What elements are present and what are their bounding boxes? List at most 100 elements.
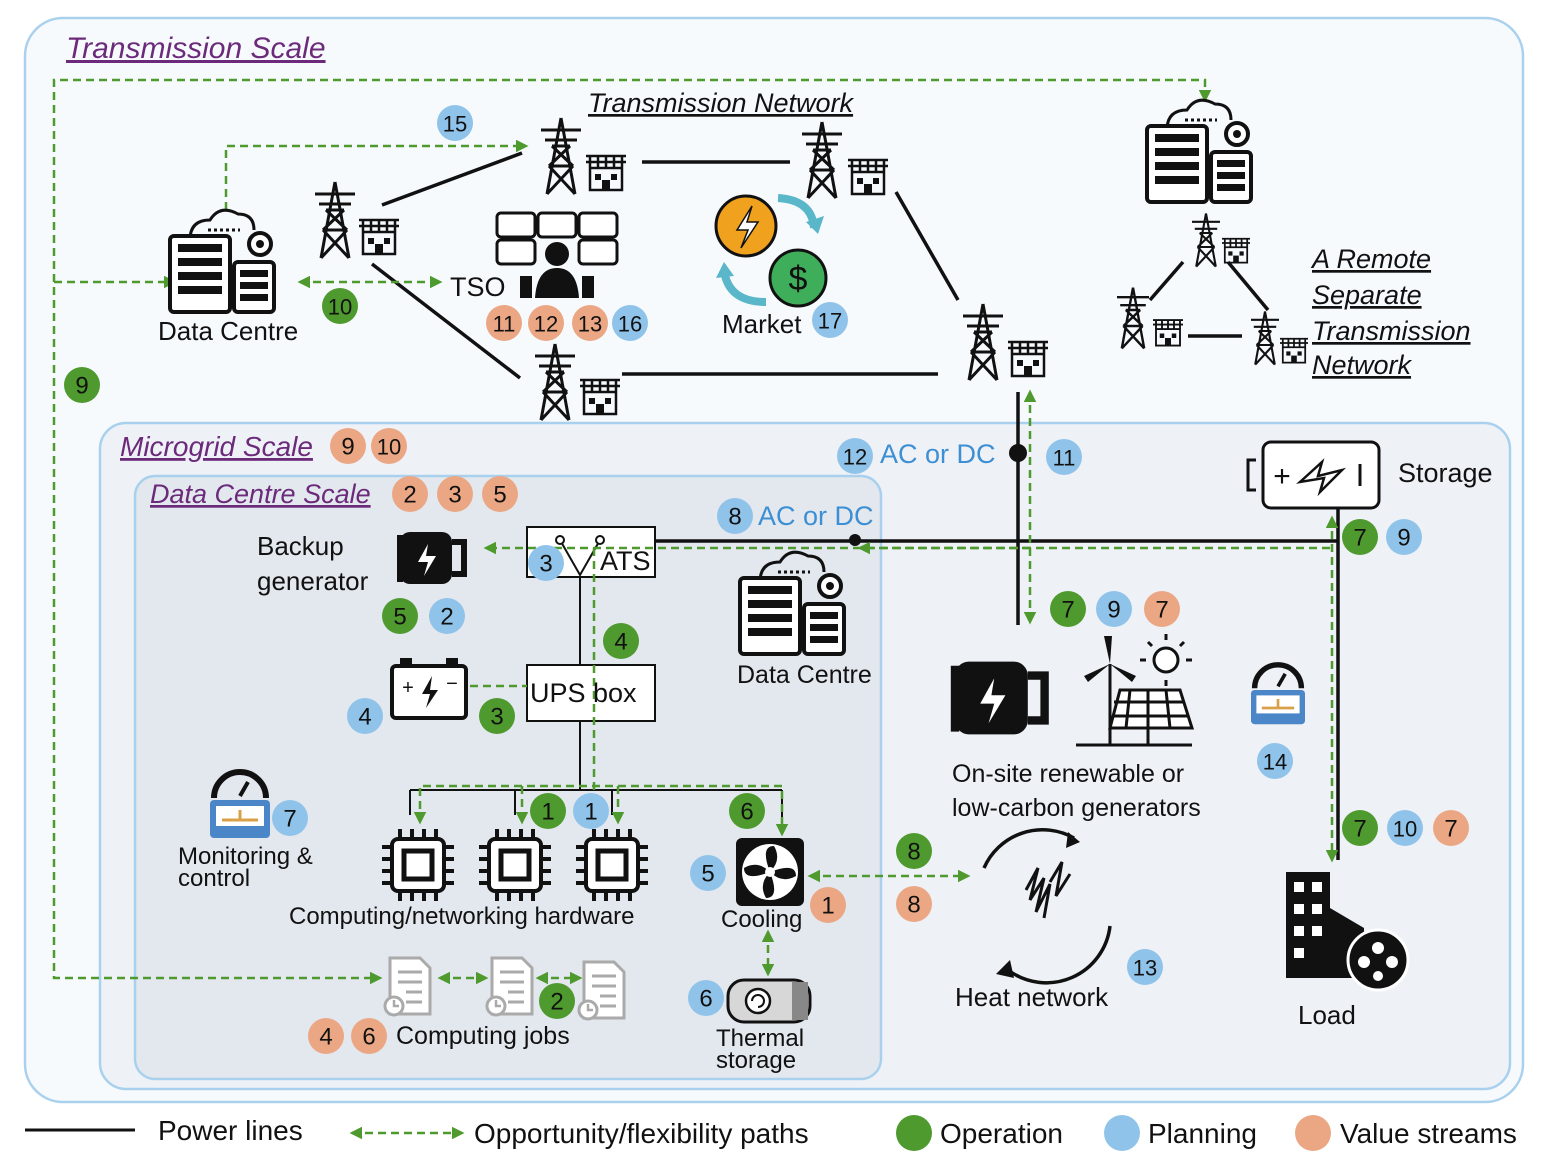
badge-operation: 7 — [1342, 519, 1378, 555]
badge-value: 2 — [392, 476, 428, 512]
onsite-label-1: On-site renewable or — [952, 760, 1184, 788]
badge-number: 10 — [1393, 817, 1417, 842]
badge-number: 7 — [1061, 597, 1074, 624]
badge-circle — [612, 305, 648, 341]
badge-number: 3 — [490, 704, 503, 731]
badge-circle — [347, 698, 383, 734]
monitoring-label-2: control — [178, 865, 250, 892]
badge-circle — [812, 302, 848, 338]
badge-number: 10 — [328, 295, 352, 320]
badge-number: 3 — [539, 551, 552, 578]
flex-path — [52, 78, 1212, 985]
badge-circle — [837, 438, 873, 474]
backup-label-1: Backup — [257, 531, 344, 561]
badge-circle — [437, 476, 473, 512]
badge-value: 9 — [330, 428, 366, 464]
svg-text:+: + — [402, 677, 414, 699]
heat-network-label: Heat network — [955, 982, 1109, 1012]
tso-icon — [495, 211, 619, 298]
power-line — [1226, 260, 1270, 312]
badge-number: 4 — [614, 629, 627, 656]
badge-planning: 6 — [688, 980, 724, 1016]
badge-number: 8 — [728, 504, 741, 531]
badge-planning: 9 — [1386, 519, 1422, 555]
legend-power-label: Power lines — [158, 1115, 303, 1146]
badge-number: 13 — [578, 312, 602, 337]
badge-circle — [528, 545, 564, 581]
onsite-label-2: low-carbon generators — [952, 794, 1201, 822]
legend-operation-dot — [896, 1115, 932, 1151]
remote-network-label-1: A Remote — [1310, 244, 1431, 274]
badge-circle — [1127, 949, 1163, 985]
chip-icon — [479, 829, 551, 901]
badge-number: 2 — [550, 989, 563, 1016]
badge-operation: 2 — [539, 983, 575, 1019]
badge-value: 13 — [572, 305, 608, 341]
badge-value: 12 — [528, 305, 564, 341]
badge-value: 5 — [482, 476, 518, 512]
badge-number: 11 — [493, 312, 516, 337]
thermal-label-1: Thermal — [716, 1025, 804, 1052]
legend-value-dot — [1295, 1115, 1331, 1151]
legend-planning-dot — [1104, 1115, 1140, 1151]
badge-number: 10 — [377, 435, 401, 460]
badge-circle — [437, 105, 473, 141]
badge-value: 7 — [1144, 591, 1180, 627]
badge-number: 8 — [907, 839, 920, 866]
badge-circle — [1050, 591, 1086, 627]
badge-circle — [371, 428, 407, 464]
storage-battery-icon: + — [1246, 440, 1381, 510]
badge-operation: 10 — [322, 288, 358, 324]
badge-number: 12 — [843, 445, 867, 470]
badge-number: 7 — [1444, 816, 1457, 843]
legend-value-label: Value streams — [1340, 1118, 1517, 1149]
badge-planning: 15 — [437, 105, 473, 141]
badge-operation: 8 — [896, 833, 932, 869]
badge-number: 7 — [283, 806, 296, 833]
badge-number: 7 — [1155, 597, 1168, 624]
badge-number: 7 — [1353, 525, 1366, 552]
datacentre-scale-title: Data Centre Scale — [150, 479, 371, 509]
badge-number: 6 — [740, 799, 753, 826]
badge-operation: 9 — [64, 367, 100, 403]
badge-circle — [688, 980, 724, 1016]
badge-circle — [1433, 810, 1469, 846]
badge-number: 1 — [821, 893, 834, 920]
badge-value: 11 — [486, 305, 522, 341]
badge-planning: 5 — [690, 855, 726, 891]
badge-number: 5 — [701, 861, 714, 888]
badge-circle — [486, 305, 522, 341]
transmission-scale-title: Transmission Scale — [66, 32, 326, 65]
badge-circle — [528, 305, 564, 341]
badge-number: 13 — [1133, 956, 1157, 981]
badge-number: 1 — [541, 799, 554, 826]
remote-network-label-4: Network — [1312, 350, 1413, 380]
badge-circle — [322, 288, 358, 324]
badge-planning: 3 — [528, 545, 564, 581]
badge-value: 1 — [810, 887, 846, 923]
badge-number: 5 — [493, 482, 506, 509]
badge-planning: 12 — [837, 438, 873, 474]
badge-number: 4 — [358, 704, 371, 731]
legend-operation-label: Operation — [940, 1118, 1063, 1149]
badge-number: 7 — [1353, 816, 1366, 843]
badge-number: 9 — [75, 373, 88, 400]
badge-number: 3 — [448, 482, 461, 509]
badge-number: 14 — [1263, 750, 1287, 775]
badge-circle — [530, 793, 566, 829]
badge-value: 4 — [308, 1018, 344, 1054]
badge-circle — [429, 598, 465, 634]
badge-number: 8 — [907, 892, 920, 919]
badge-circle — [896, 833, 932, 869]
badge-planning: 11 — [1046, 439, 1082, 475]
badge-operation: 7 — [1342, 810, 1378, 846]
badge-number: 1 — [584, 799, 597, 826]
load-building-icon — [1286, 872, 1410, 992]
thermal-storage-icon — [726, 978, 812, 1024]
badge-circle — [717, 498, 753, 534]
chip-icon — [382, 829, 454, 901]
badge-number: 16 — [618, 312, 642, 337]
heat-network-icon — [982, 828, 1112, 985]
legend-flex-label: Opportunity/flexibility paths — [474, 1118, 809, 1149]
